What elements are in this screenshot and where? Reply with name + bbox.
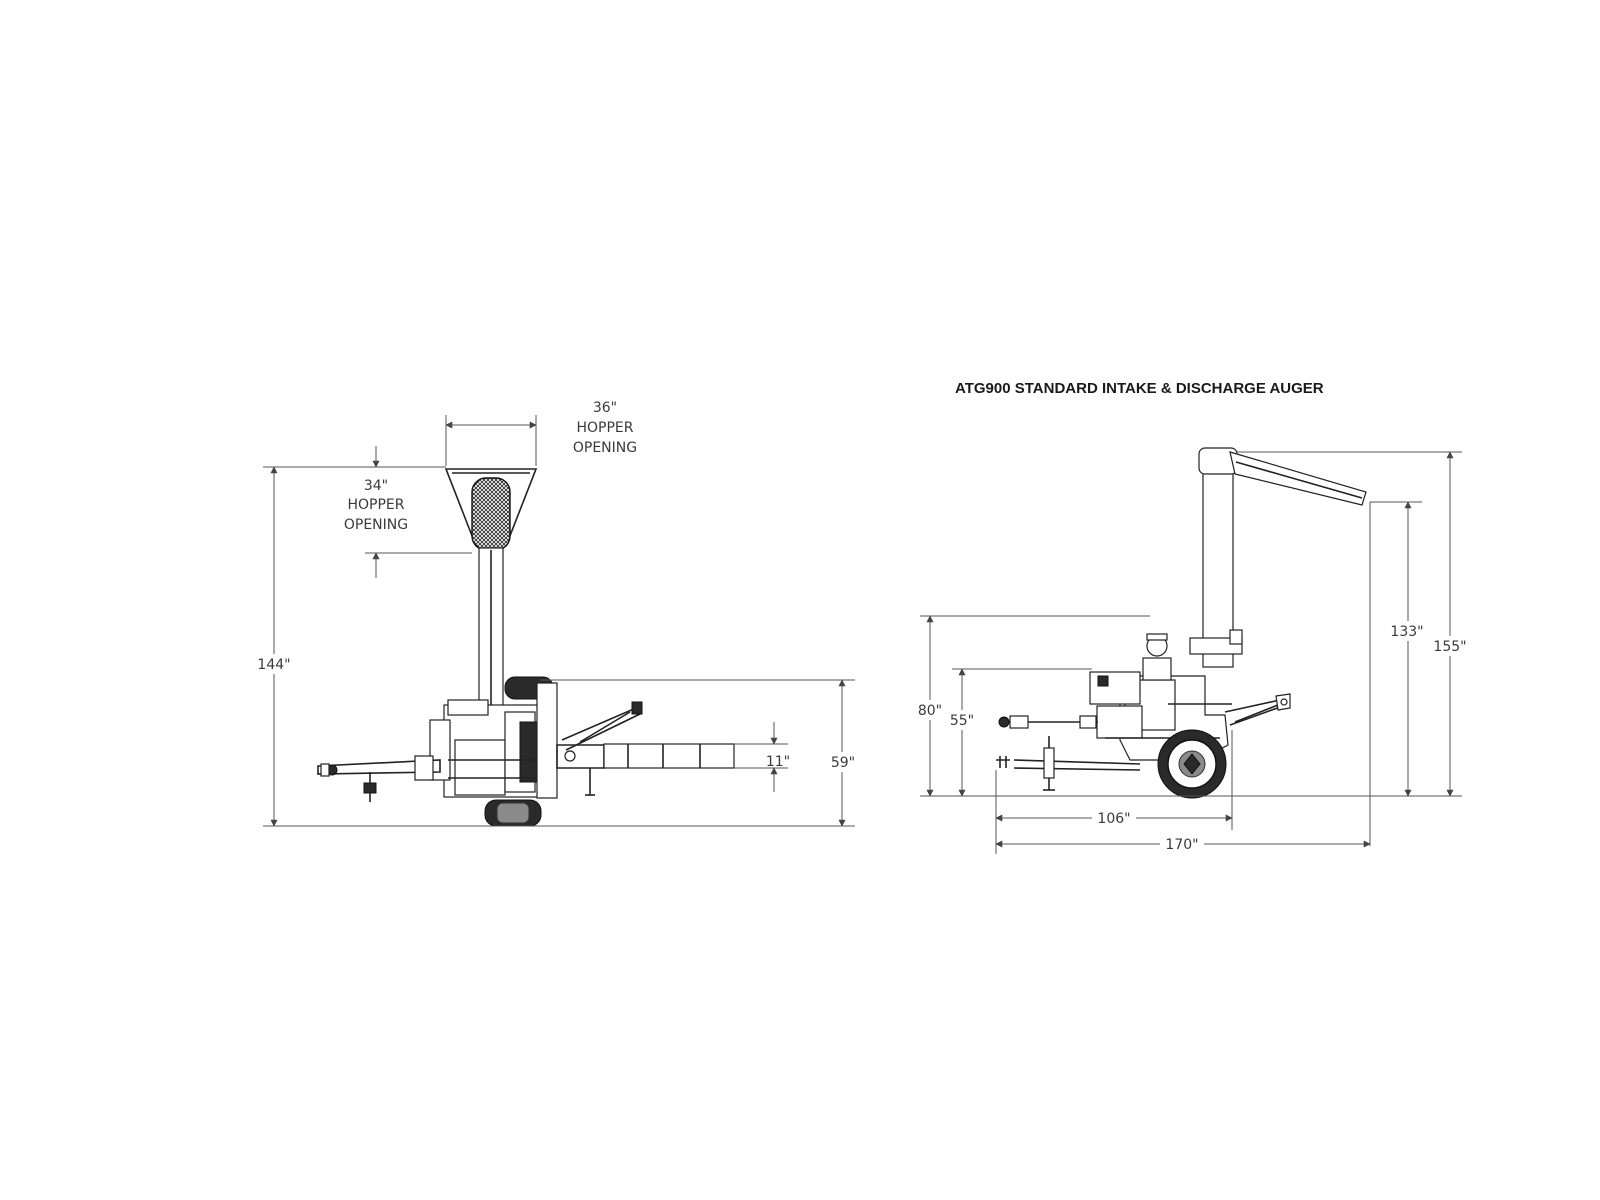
top-view-pto-tongue [317, 755, 441, 802]
top-view-wheels [484, 676, 558, 827]
dim-hopper-width-line2: OPENING [573, 440, 637, 456]
top-view-tongue [603, 743, 735, 769]
top-view-hitch [556, 701, 643, 796]
dim-height-80: 80" [912, 615, 1150, 797]
hopper-auger-flighting [471, 477, 511, 551]
dim-overall-width: 59" [540, 679, 860, 827]
dim-overall-width-value: 59" [831, 755, 855, 771]
drawing-title: ATG900 STANDARD INTAKE & DISCHARGE AUGER [955, 380, 1324, 397]
dim-hopper-length-value: 34" [364, 478, 388, 494]
dim-length-170-value: 170" [1165, 837, 1198, 853]
side-view-tongue [996, 736, 1141, 791]
dim-hopper-width-line1: HOPPER [576, 420, 633, 436]
dim-height-155-value: 155" [1433, 639, 1466, 655]
side-view-pto-shaft [998, 715, 1098, 729]
side-view-hitch [1224, 693, 1291, 726]
dim-height-55: 55" [944, 668, 1092, 797]
dim-overall-length-value: 144" [257, 657, 290, 673]
dim-height-133-value: 133" [1390, 624, 1423, 640]
side-view: 80" 55" 133" 155" [912, 447, 1472, 854]
top-view-frame [429, 699, 541, 798]
top-view-hopper [444, 468, 538, 551]
dim-overall-length: 144" [256, 466, 855, 827]
dim-height-133: 133" [1369, 501, 1428, 846]
dim-length-106: 106" [995, 730, 1233, 854]
side-view-wheel [1157, 729, 1227, 799]
dim-hopper-width-value: 36" [593, 400, 617, 416]
dim-height-80-value: 80" [918, 703, 942, 719]
dim-hopper-width: 36" HOPPER OPENING [445, 400, 637, 466]
dim-tongue-width: 11" [734, 722, 790, 792]
dim-hopper-length: 34" HOPPER OPENING [344, 446, 472, 578]
dim-height-155: 155" [1237, 451, 1472, 797]
dim-length-106-value: 106" [1097, 811, 1130, 827]
top-view: 36" HOPPER OPENING 34" HOPPER OPENING 14… [256, 400, 860, 827]
side-view-discharge-auger [1189, 447, 1367, 668]
dim-height-55-value: 55" [950, 713, 974, 729]
dim-hopper-length-line2: OPENING [344, 517, 408, 533]
dim-length-170: 170" [995, 834, 1371, 854]
dim-hopper-length-line1: HOPPER [347, 497, 404, 513]
dim-tongue-width-value: 11" [766, 754, 790, 770]
